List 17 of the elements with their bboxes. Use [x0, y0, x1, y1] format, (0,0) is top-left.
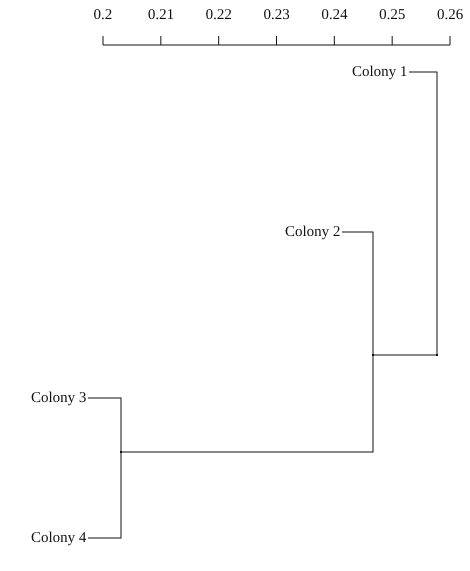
tick-label: 0.23 [264, 6, 290, 24]
leaf-label: Colony 4 [31, 529, 86, 547]
tick-label: 0.25 [379, 6, 406, 24]
tick-label: 0.26 [437, 6, 464, 24]
tick-label: 0.22 [206, 6, 232, 24]
branch-line [372, 354, 438, 356]
leaf-label: Colony 3 [31, 389, 86, 407]
branch-line [120, 354, 374, 452]
branch-line [88, 452, 122, 538]
tick-label: 0.21 [148, 6, 174, 24]
branch-line [408, 72, 438, 356]
leaf-label: Colony 1 [352, 63, 408, 81]
branch-line [342, 232, 374, 356]
branch-line [88, 398, 122, 452]
tick-label: 0.24 [321, 6, 348, 24]
tick-label: 0.2 [94, 6, 112, 24]
leaf-label: Colony 2 [285, 223, 340, 241]
